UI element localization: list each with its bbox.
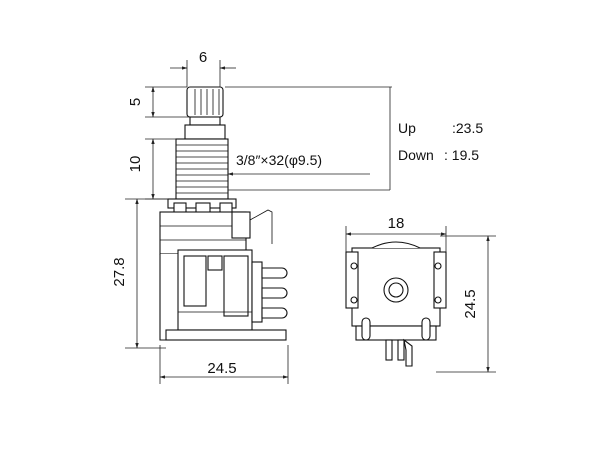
switch-terminals xyxy=(261,267,288,319)
dim-knob-height: 5 xyxy=(127,98,144,106)
thread-spec-label: 3/8″×32(φ9.5) xyxy=(236,152,322,168)
switch-housing xyxy=(177,249,263,331)
dim-side-height: 24.5 xyxy=(462,289,479,318)
side-top-cap xyxy=(371,241,421,249)
travel-up-label: Up xyxy=(398,120,416,136)
side-view xyxy=(345,241,447,367)
travel-down-value: : 19.5 xyxy=(444,147,479,163)
dim-side-width: 18 xyxy=(388,215,405,232)
side-bottom-plate xyxy=(355,325,437,341)
threaded-bushing xyxy=(175,138,229,200)
travel-up-value: :23.5 xyxy=(452,120,483,136)
pot-body xyxy=(159,209,273,341)
base-plate xyxy=(165,329,287,341)
travel-down-label: Down xyxy=(398,147,434,163)
dim-body-width: 24.5 xyxy=(207,360,236,377)
dimension-lines xyxy=(125,60,496,384)
knob xyxy=(184,86,226,140)
dim-body-height: 27.8 xyxy=(111,257,128,286)
dim-bushing-height: 10 xyxy=(127,156,144,173)
side-tab xyxy=(403,338,413,367)
front-view xyxy=(159,86,288,341)
dim-shaft-width: 6 xyxy=(199,49,207,66)
side-terminal xyxy=(385,339,393,361)
side-terminal xyxy=(397,339,405,361)
